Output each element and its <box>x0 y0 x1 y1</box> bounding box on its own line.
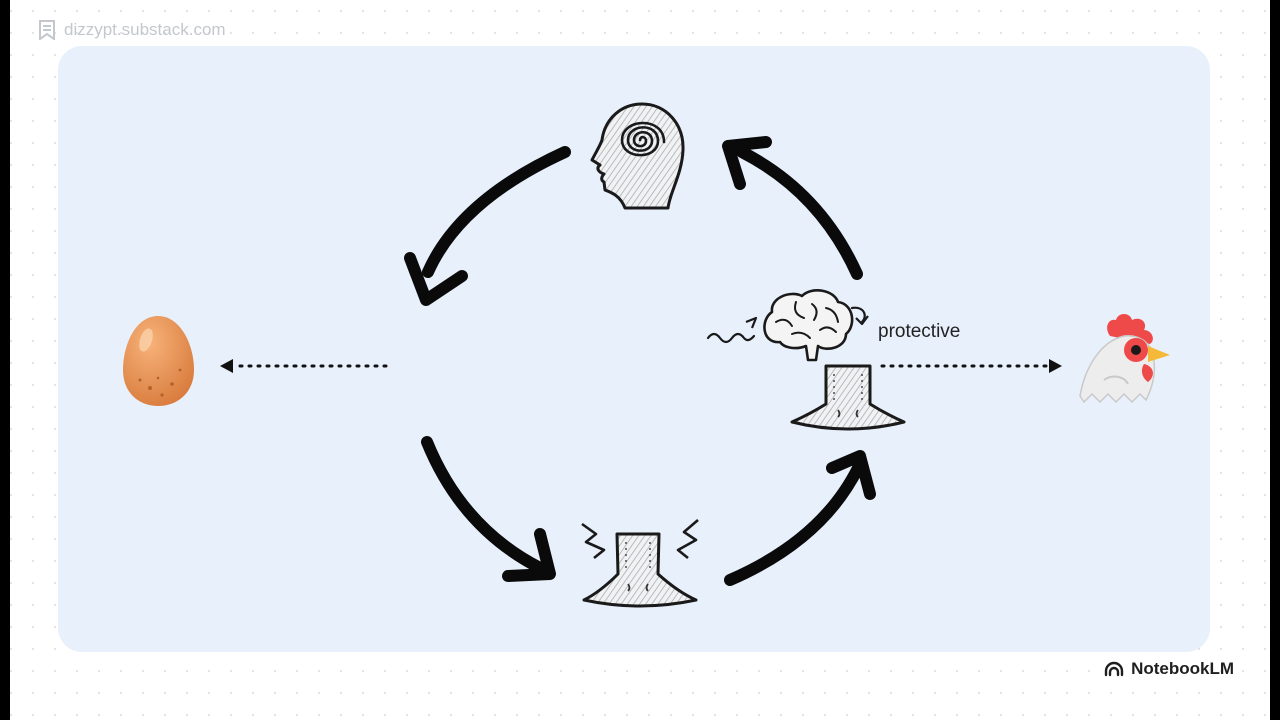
head-spiral-icon <box>590 102 685 210</box>
cycle-arrow-bottom-right <box>724 450 876 586</box>
egg-icon <box>123 316 194 406</box>
left-frame-bar <box>0 0 10 720</box>
watermark: dizzypt.substack.com <box>38 18 226 42</box>
right-frame-bar <box>1270 0 1280 720</box>
watermark-text: dizzypt.substack.com <box>64 20 226 39</box>
cycle-arrow-top-left <box>404 146 571 306</box>
neck-icon <box>790 364 906 431</box>
notebooklm-logo-icon <box>1104 661 1124 677</box>
brain-icon <box>706 289 869 362</box>
chicken-icon <box>1079 314 1170 404</box>
cycle-arrow-top-right <box>722 136 863 280</box>
notebooklm-brand: NotebookLM <box>1104 656 1234 682</box>
dotted-arrow-to-egg <box>220 359 388 373</box>
protective-label: protective <box>878 321 960 342</box>
bookmark-icon <box>39 20 55 40</box>
cycle-arrow-bottom-left <box>421 436 556 582</box>
neck-pain-icon <box>581 519 699 608</box>
dotted-arrow-to-chicken <box>880 359 1062 373</box>
brand-name: NotebookLM <box>1131 659 1234 678</box>
